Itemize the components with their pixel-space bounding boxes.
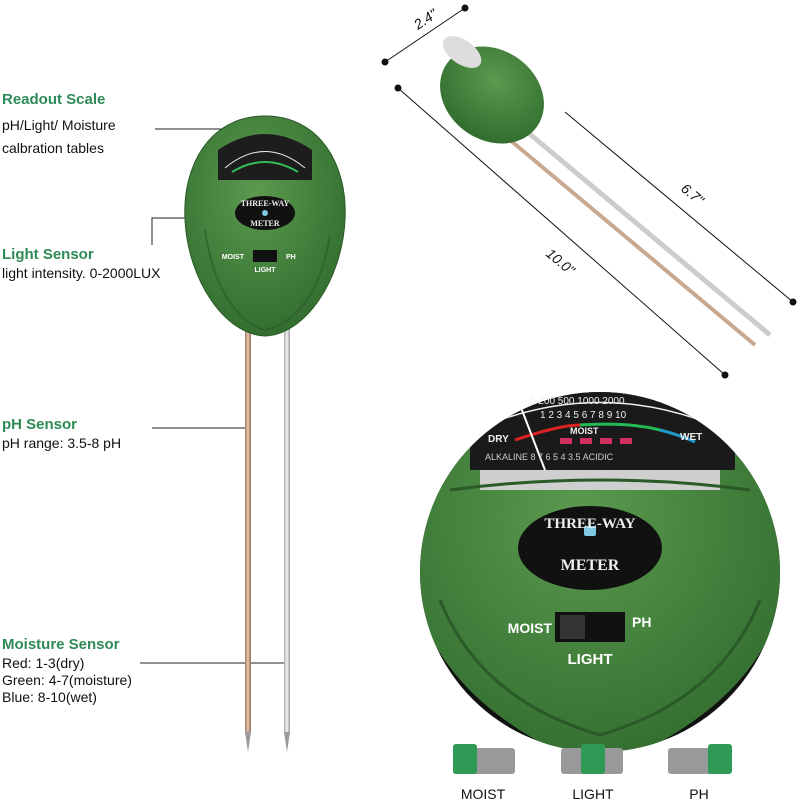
dimension-total: 10.0" <box>543 245 579 279</box>
scale-dry: DRY <box>488 434 509 445</box>
brand-line2-small: METER <box>250 219 280 228</box>
brand-line1: THREE-WAY <box>544 516 635 532</box>
toggle-light <box>561 744 623 774</box>
switch-label-moist: MOIST <box>508 620 553 636</box>
ph-sensor-title: pH Sensor <box>2 416 78 433</box>
scale-wet: WET <box>680 432 702 443</box>
scale-moist: MOIST <box>570 426 599 436</box>
readout-scale-line1: pH/Light/ Moisture <box>2 117 116 133</box>
moisture-green: Green: 4-7(moisture) <box>2 672 132 688</box>
scale-numbers: 1 2 3 4 5 6 7 8 9 10 <box>540 410 627 421</box>
readout-scale-title: Readout Scale <box>2 91 106 108</box>
brand-line1-small: THREE-WAY <box>241 199 290 208</box>
mode-label-moist: MOIST <box>460 786 506 802</box>
moisture-red: Red: 1-3(dry) <box>2 655 85 671</box>
switch-label-light: LIGHT <box>568 651 613 668</box>
scale-light-values: 0 200 500 1000 2000 <box>530 396 625 407</box>
dimension-probe: 6.7" <box>678 180 708 209</box>
light-sensor-text: light intensity. 0-2000LUX <box>2 265 161 281</box>
dimension-width: 2.4" <box>410 5 441 33</box>
toggle-ph <box>668 744 732 774</box>
angled-meter <box>440 36 772 347</box>
switch-label-ph: PH <box>632 614 651 630</box>
toggle-moist <box>453 744 515 774</box>
light-sensor-title: Light Sensor <box>2 246 94 263</box>
mode-label-ph: PH <box>689 786 709 802</box>
scale-ph: ALKALINE 8 7 6 5 4 3.5 ACIDIC <box>485 452 614 462</box>
switch-light-small: LIGHT <box>255 267 277 274</box>
readout-scale-line2: calbration tables <box>2 140 104 156</box>
zoom-detail-circle <box>420 392 780 752</box>
dimension-lines <box>381 4 797 379</box>
ph-sensor-text: pH range: 3.5-8 pH <box>2 435 122 451</box>
switch-ph-small: PH <box>286 254 296 261</box>
moisture-blue: Blue: 8-10(wet) <box>2 689 97 705</box>
brand-line2: METER <box>561 557 620 574</box>
meter-body <box>184 115 346 337</box>
switch-moist-small: MOIST <box>222 254 245 261</box>
moisture-sensor-title: Moisture Sensor <box>2 636 120 653</box>
mode-label-light: LIGHT <box>572 786 614 802</box>
probes <box>245 320 290 752</box>
